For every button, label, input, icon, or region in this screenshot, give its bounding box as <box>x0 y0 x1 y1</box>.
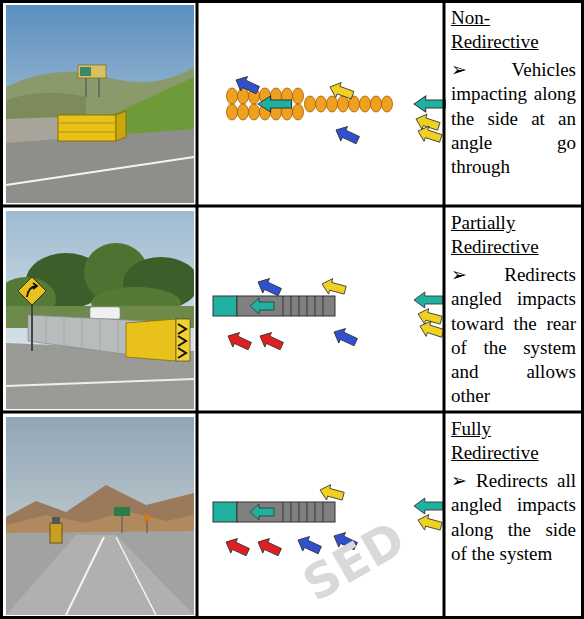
cell-description: ➢ Redirects angled impacts toward the re… <box>451 263 576 408</box>
photo-non-redirective <box>6 5 194 203</box>
cell-heading: Fully Redirective <box>451 417 576 465</box>
partially-redirective-schematic <box>213 275 445 354</box>
photo-partially-redirective <box>6 211 194 409</box>
non-redirective-schematic <box>227 73 446 148</box>
cell-heading: Non-Redirective <box>451 6 576 54</box>
table-text-cell: Non-Redirective➢ Vehicles impacting alon… <box>446 3 581 205</box>
cell-description: ➢ Redirects all angled impacts along the… <box>451 469 576 566</box>
watermark: SED <box>293 510 414 612</box>
cell-description: ➢ Vehicles impacting along the side at a… <box>451 58 576 179</box>
table-text-cell: Fully Redirective➢ Redirects all angled … <box>446 414 581 616</box>
table-text-cell: Partially Redirective➢ Redirects angled … <box>446 208 581 411</box>
photo-fully-redirective <box>6 417 194 615</box>
cell-heading: Partially Redirective <box>451 211 576 259</box>
